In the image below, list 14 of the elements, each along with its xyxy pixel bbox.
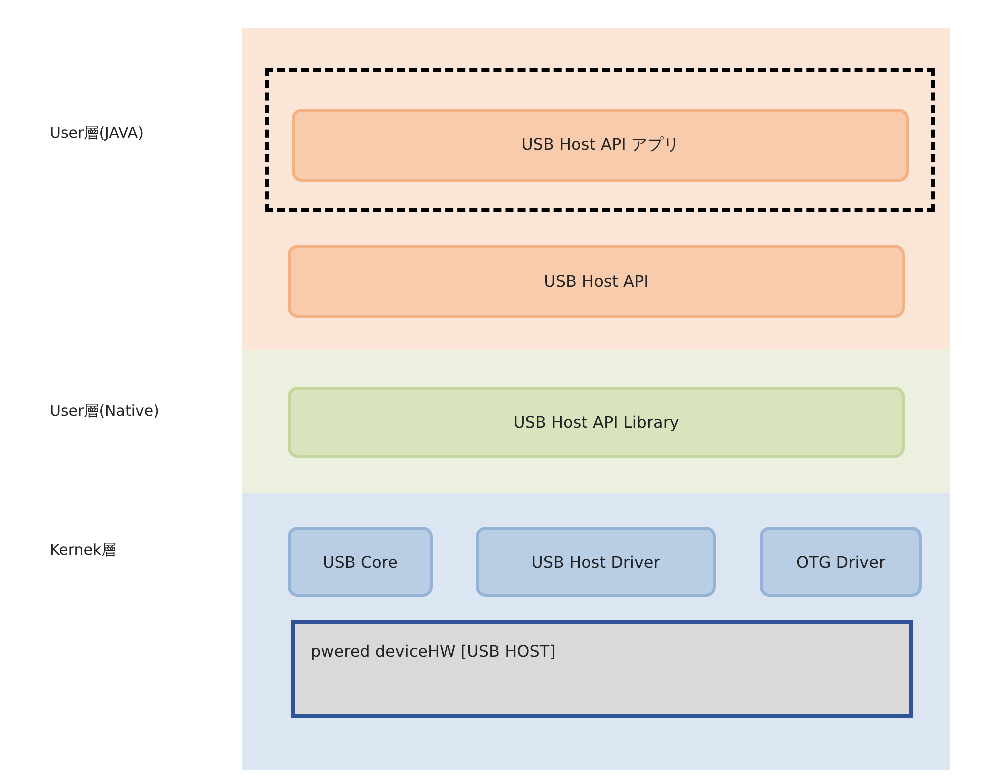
component-box: USB Core xyxy=(288,527,433,597)
component-box: USB Host API アプリ xyxy=(292,109,909,182)
component-box: OTG Driver xyxy=(760,527,922,597)
layer-label: Kernek層 xyxy=(50,541,117,560)
component-box: USB Host API xyxy=(288,245,905,318)
layer-label: User層(JAVA) xyxy=(50,124,144,143)
layer-band xyxy=(242,28,950,350)
component-box: USB Host API Library xyxy=(288,387,905,458)
layer-band xyxy=(242,350,950,493)
layer-label: User層(Native) xyxy=(50,402,160,421)
component-box: USB Host Driver xyxy=(476,527,716,597)
dashed-frame xyxy=(265,68,935,212)
hardware-box: pwered deviceHW [USB HOST] xyxy=(291,620,913,718)
layer-band xyxy=(242,493,950,770)
